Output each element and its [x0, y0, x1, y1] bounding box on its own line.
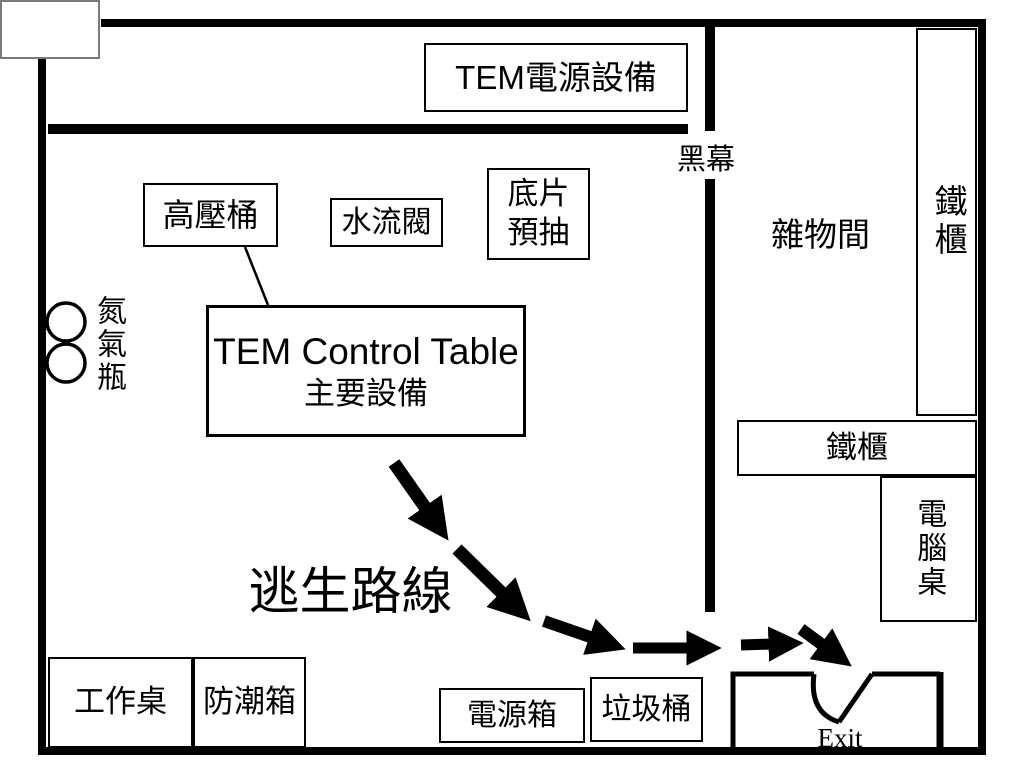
- nitrogen-bottles-label: 氮氣瓶: [92, 294, 125, 394]
- film-prepump-label-line2: 預抽: [507, 215, 570, 250]
- moisture-proof-box-box: 防潮箱: [193, 657, 306, 748]
- tem-control-table-label: TEM Control Table: [213, 330, 519, 372]
- iron-cabinet-wide-label: 鐵櫃: [826, 429, 888, 465]
- nitrogen-bottle-circle-2: [45, 342, 87, 384]
- tem-control-table-sublabel: 主要設備: [304, 375, 428, 411]
- exit-door-swing-arc: [810, 673, 840, 725]
- escape-arrow-2: [452, 544, 531, 622]
- work-desk-box: 工作桌: [48, 657, 193, 748]
- tem-power-equipment-box: TEM電源設備: [424, 43, 688, 112]
- computer-desk-box: 電腦桌: [880, 476, 977, 622]
- water-flow-valve-box: 水流閥: [330, 198, 443, 247]
- moisture-proof-box-label: 防潮箱: [203, 684, 296, 720]
- trash-can-label: 垃圾桶: [601, 692, 692, 726]
- iron-cabinet-tall-box: 鐵櫃: [916, 28, 977, 416]
- work-desk-label: 工作桌: [74, 684, 167, 720]
- tem-control-table-box: TEM Control Table 主要設備: [206, 305, 526, 437]
- high-pressure-tank-box: 高壓桶: [143, 183, 278, 247]
- film-prepump-box: 底片 預抽: [487, 168, 590, 260]
- callout-connector-line: [243, 246, 270, 306]
- escape-route-title: 逃生路線: [248, 565, 453, 621]
- iron-cabinet-wide-box: 鐵櫃: [737, 420, 977, 476]
- escape-arrow-5: [740, 626, 804, 662]
- escape-arrow-1: [388, 459, 449, 541]
- iron-cabinet-tall-label: 鐵櫃: [929, 184, 966, 260]
- black-curtain-label: 黑幕: [676, 144, 735, 176]
- escape-arrow-6: [797, 624, 852, 667]
- power-box-box: 電源箱: [439, 688, 585, 743]
- outer-walls: [38, 19, 986, 755]
- escape-arrow-3: [542, 615, 626, 655]
- film-prepump-label-line1: 底片: [507, 176, 570, 212]
- exit-door-leaf: [836, 672, 875, 724]
- water-flow-valve-label: 水流閥: [341, 205, 432, 239]
- high-pressure-tank-label: 高壓桶: [162, 197, 259, 233]
- storage-room-label: 雜物間: [771, 218, 870, 254]
- exit-label: Exit: [817, 722, 863, 753]
- power-box-label: 電源箱: [467, 698, 557, 732]
- computer-desk-label: 電腦桌: [912, 498, 946, 600]
- nitrogen-bottle-circle-1: [45, 301, 87, 343]
- exit-wall-left: [730, 671, 814, 753]
- corner-placeholder-box: [0, 0, 100, 59]
- trash-can-box: 垃圾桶: [590, 677, 703, 742]
- tem-power-equipment-label: TEM電源設備: [455, 58, 657, 96]
